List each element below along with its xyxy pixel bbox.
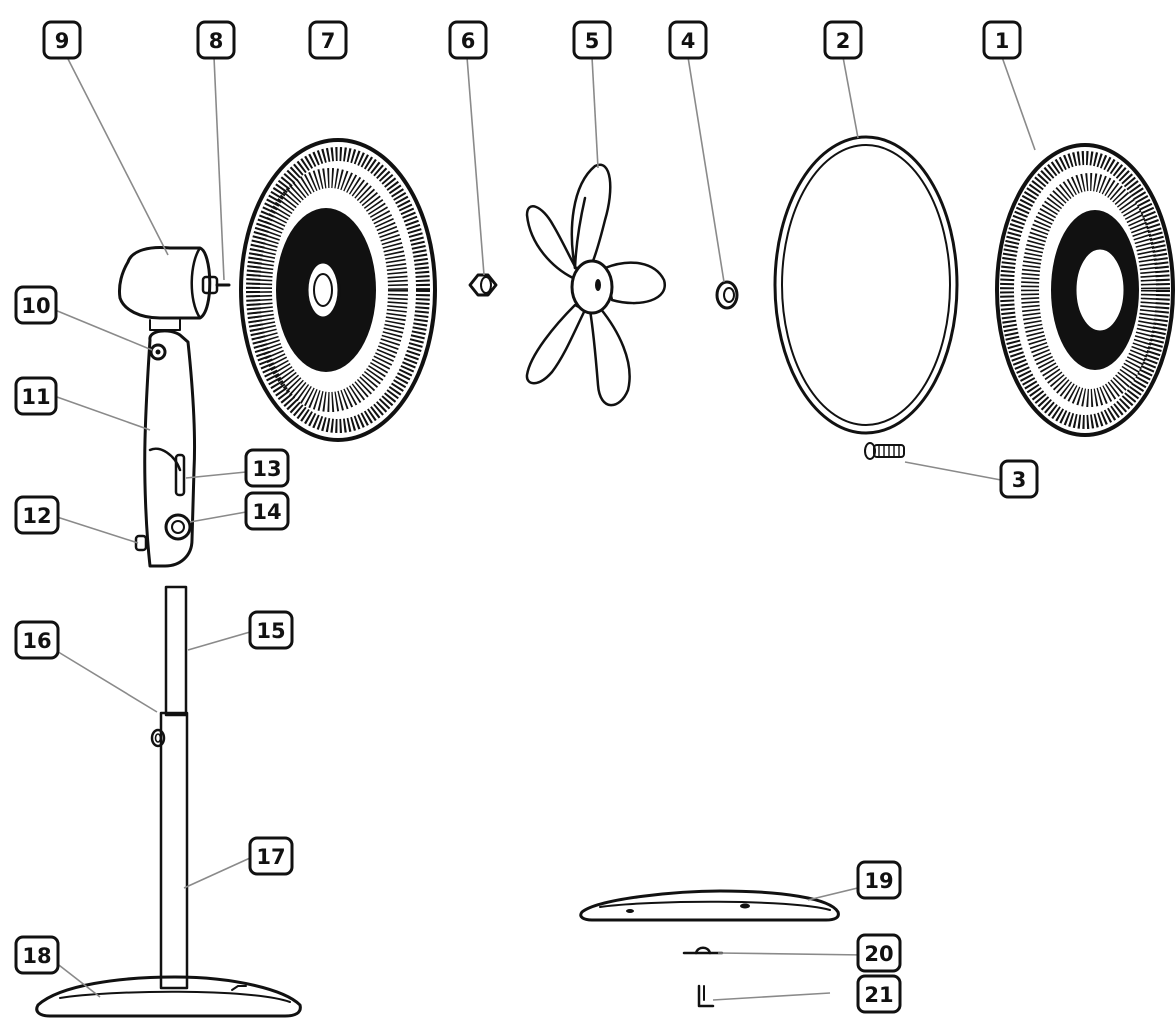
svg-text:19: 19 [864, 869, 893, 893]
svg-text:3: 3 [1012, 468, 1027, 492]
svg-text:12: 12 [22, 504, 51, 528]
outer-pole-17 [159, 711, 189, 990]
svg-text:14: 14 [252, 500, 281, 524]
callout-13: 13 [244, 448, 290, 488]
fan-blade-5 [525, 163, 666, 407]
svg-text:4: 4 [681, 29, 696, 53]
callout-18: 18 [14, 935, 60, 975]
svg-text:6: 6 [461, 29, 476, 53]
callout-7: 7 [308, 20, 348, 60]
callout-9: 9 [42, 20, 82, 60]
height-knob-16 [150, 728, 166, 748]
callout-14: 14 [244, 491, 290, 531]
svg-text:2: 2 [836, 29, 851, 53]
svg-text:9: 9 [55, 29, 70, 53]
spinner-nut-6 [468, 273, 498, 297]
svg-text:8: 8 [209, 29, 224, 53]
callout-3: 3 [999, 459, 1039, 499]
base-cover-19 [579, 889, 840, 922]
svg-text:13: 13 [252, 457, 281, 481]
callout-16: 16 [14, 620, 60, 660]
callout-4: 4 [668, 20, 708, 60]
callout-1: 1 [982, 20, 1022, 60]
motor-housing-9 [118, 246, 212, 331]
base-18 [35, 975, 302, 1018]
rear-grill-1 [995, 143, 1175, 437]
neck-assembly [134, 329, 197, 568]
callout-17: 17 [248, 836, 294, 876]
callout-12: 12 [14, 495, 60, 535]
leader-lines [54, 56, 1036, 1001]
callout-6: 6 [448, 20, 488, 60]
svg-text:10: 10 [21, 294, 50, 318]
spinner-cap-4 [715, 280, 739, 310]
motor-shaft-8 [201, 275, 231, 295]
callout-20: 20 [856, 933, 902, 973]
clamp-ring-2 [773, 135, 959, 435]
svg-text:18: 18 [22, 944, 51, 968]
front-grill-7 [239, 138, 437, 442]
svg-text:16: 16 [22, 629, 51, 653]
callout-19: 19 [856, 860, 902, 900]
callout-5: 5 [572, 20, 612, 60]
callout-2: 2 [823, 20, 863, 60]
inner-pole-15 [164, 585, 188, 717]
svg-text:5: 5 [585, 29, 600, 53]
bolt-21 [697, 984, 715, 1008]
svg-text:17: 17 [256, 845, 285, 869]
callout-11: 11 [14, 376, 58, 416]
svg-text:11: 11 [21, 385, 50, 409]
svg-text:1: 1 [995, 29, 1010, 53]
callout-15: 15 [248, 610, 294, 650]
callout-21: 21 [856, 974, 902, 1014]
washer-20 [682, 946, 724, 955]
screw-3 [864, 442, 905, 460]
callout-8: 8 [196, 20, 236, 60]
callout-10: 10 [14, 285, 58, 325]
svg-text:7: 7 [321, 29, 336, 53]
svg-text:21: 21 [864, 983, 893, 1007]
svg-text:20: 20 [864, 942, 893, 966]
svg-text:15: 15 [256, 619, 285, 643]
